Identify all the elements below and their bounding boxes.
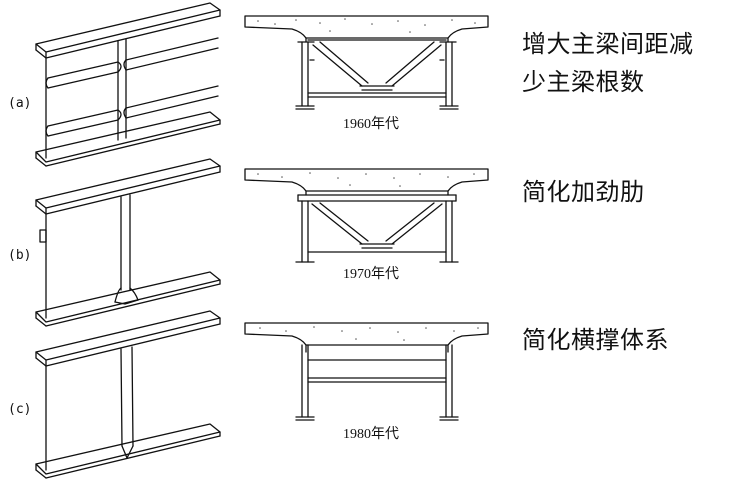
caption-a-line-2: 少主梁根数 xyxy=(522,68,645,96)
cross-section-a xyxy=(244,15,489,110)
era-label-b: 1970年代 xyxy=(343,267,399,282)
era-label-c: 1980年代 xyxy=(343,427,399,442)
concrete-texture xyxy=(257,18,479,341)
row-label-a: (a) xyxy=(8,96,32,111)
girder-isometric-c xyxy=(35,310,221,479)
cross-section-b xyxy=(244,168,489,263)
row-label-c: (c) xyxy=(8,402,32,417)
caption-b: 简化加劲肋 xyxy=(522,178,645,206)
caption-c: 简化横撑体系 xyxy=(522,326,669,354)
caption-a-line-1: 增大主梁间距减 xyxy=(522,30,694,58)
cross-section-c xyxy=(244,322,489,421)
girder-isometric-b xyxy=(35,158,221,327)
era-label-a: 1960年代 xyxy=(343,117,399,132)
row-label-b: (b) xyxy=(8,248,32,263)
girder-isometric-a xyxy=(35,2,221,167)
